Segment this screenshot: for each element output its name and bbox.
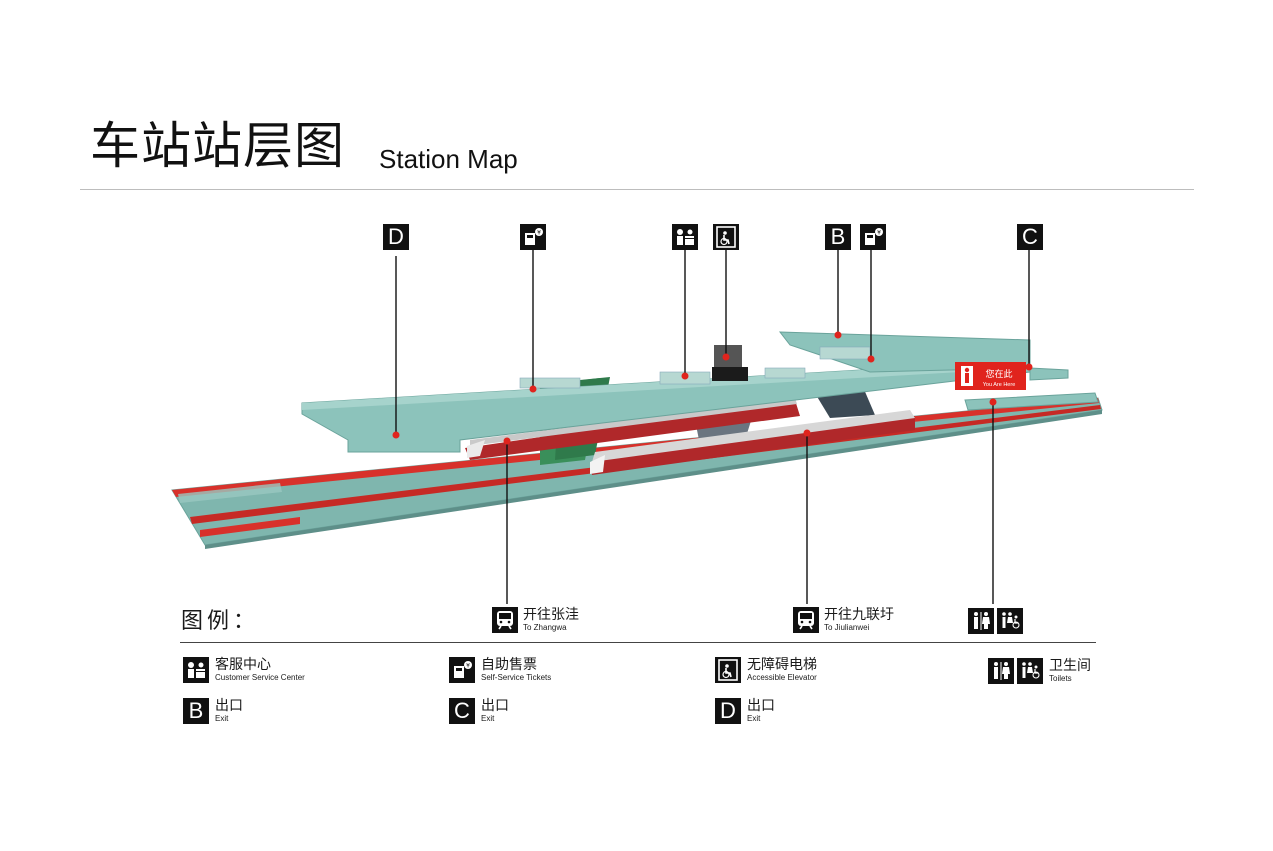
legend-exit-c: C 出口 Exit [449,698,509,724]
ticket-machine-icon: ¥ [449,657,475,683]
accessible-elevator-icon [715,657,741,683]
legend-elevator-en: Accessible Elevator [747,673,817,682]
page-subtitle: Station Map [379,144,518,174]
legend-toilets-en: Toilets [1049,674,1072,683]
direction-jiulianwei-cn: 开往九联圩 [824,607,894,623]
direction-zhangwa-cn: 开往张洼 [523,607,579,623]
accessible-elevator-icon [713,224,739,250]
legend-exit-d: D 出口 Exit [715,698,775,724]
exit-b-callout: B [825,224,851,250]
legend-customer-service-cn: 客服中心 [215,657,271,673]
direction-zhangwa-en: To Zhangwa [523,623,567,632]
legend-tickets-cn: 自助售票 [481,657,537,673]
legend-customer-service-en: Customer Service Center [215,673,305,682]
toilets-marker [968,608,1023,634]
accessible-toilet-icon [1017,658,1043,684]
you-are-here-en: You Are Here [983,382,1016,388]
legend-tickets-en: Self-Service Tickets [481,673,552,682]
direction-jiulianwei: 开往九联圩 To Jiulianwei [793,607,894,633]
direction-zhangwa: 开往张洼 To Zhangwa [492,607,579,633]
legend-exit-b-en: Exit [215,714,229,723]
toilets-icon [988,658,1014,684]
exit-d-badge: D [715,698,741,724]
legend-heading: 图例： [181,609,260,634]
legend-customer-service: 客服中心 Customer Service Center [183,657,305,683]
ticket-machine-icon: ¥ [520,224,546,250]
legend-exit-c-en: Exit [481,714,495,723]
legend-exit-b-cn: 出口 [215,698,243,714]
location-markers [392,331,1033,445]
toilets-icon [968,608,994,634]
svg-text:¥: ¥ [537,230,541,237]
legend-elevator: 无障碍电梯 Accessible Elevator [715,657,817,683]
you-are-here-cn: 您在此 [985,368,1012,380]
exit-b-badge: B [183,698,209,724]
legend-exit-b: B 出口 Exit [183,698,243,724]
legend-divider [180,642,1096,643]
legend-toilets: 卫生间 Toilets [988,658,1091,684]
you-are-here-sign: 您在此 You Are Here [955,362,1026,390]
legend-exit-d-cn: 出口 [747,698,775,714]
metro-train-icon [793,607,819,633]
metro-train-icon [492,607,518,633]
direction-jiulianwei-en: To Jiulianwei [824,623,870,632]
customer-service-icon [672,224,698,250]
svg-text:¥: ¥ [877,230,881,237]
legend-exit-d-en: Exit [747,714,761,723]
page-title: 车站站层图 [90,117,345,175]
legend-elevator-cn: 无障碍电梯 [747,657,817,673]
legend-toilets-cn: 卫生间 [1049,658,1091,674]
train-front [590,368,915,475]
exit-d-callout: D [383,224,409,250]
exit-c-callout: C [1017,224,1043,250]
exit-c-badge: C [449,698,475,724]
title-divider [80,189,1194,190]
leader-lines [395,250,1030,604]
customer-service-icon [183,657,209,683]
svg-text:¥: ¥ [466,663,470,670]
legend-exit-c-cn: 出口 [481,698,509,714]
ticket-machine-icon: ¥ [860,224,886,250]
legend-tickets: ¥ 自助售票 Self-Service Tickets [449,657,551,683]
accessible-toilet-icon [997,608,1023,634]
